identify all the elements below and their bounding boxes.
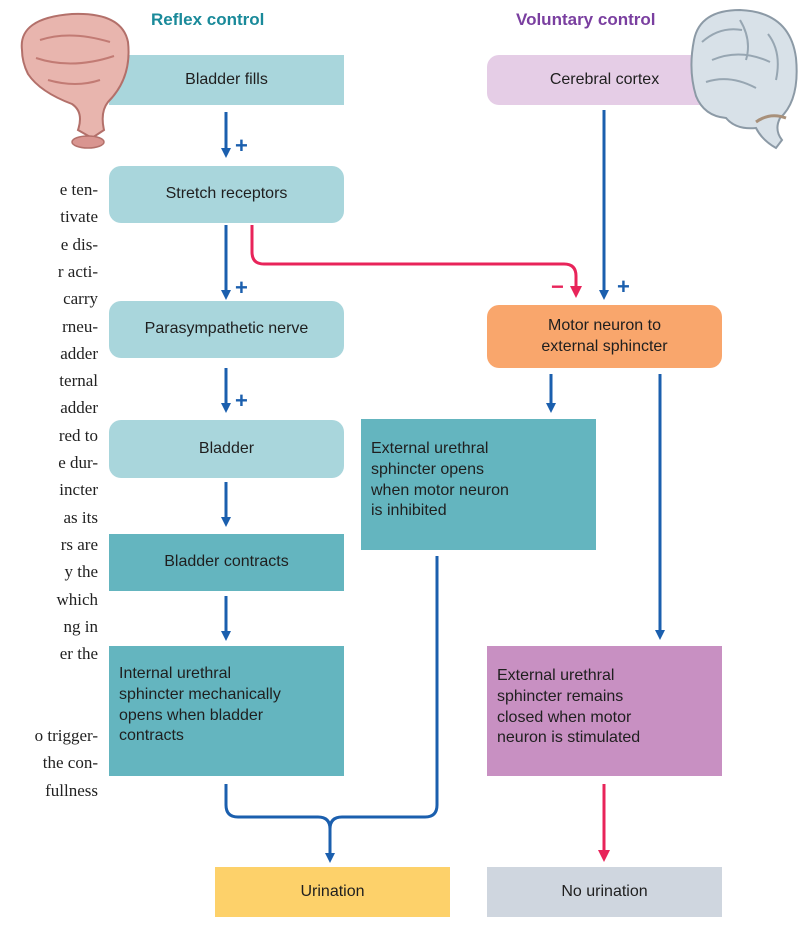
body-text-line: y the [64, 562, 98, 582]
body-text-line: e dis- [60, 234, 98, 254]
minus-sign: − [551, 274, 564, 299]
body-text-line: fullness [45, 780, 98, 800]
cerebral-cortex-box: Cerebral cortex [487, 55, 722, 105]
bladder-box: Bladder [109, 420, 344, 478]
external-sphincter-closed-box: External urethral sphincter remains clos… [487, 646, 722, 776]
reflex-control-header: Reflex control [151, 10, 265, 29]
stretch-receptors-box: Stretch receptors [109, 166, 344, 223]
plus-sign: + [235, 275, 248, 300]
bladder-fills-box: Bladder fills [109, 55, 344, 105]
body-text-line: red to [58, 425, 98, 445]
body-text-line: e ten- [59, 180, 98, 199]
motor-neuron-box: Motor neuron to external sphincter [487, 305, 722, 368]
body-text-line: adder [60, 398, 98, 418]
plus-sign: + [235, 388, 248, 413]
body-text-line: o trigger- [34, 726, 98, 745]
arrow-opens-to-merge [328, 556, 439, 830]
body-text-line: e dur- [58, 453, 98, 472]
body-text-line: er the [59, 644, 98, 664]
urination-box: Urination [215, 867, 450, 917]
plus-sign: + [235, 133, 248, 158]
body-text-line: carry [63, 289, 98, 309]
parasympathetic-nerve-box: Parasympathetic nerve [109, 301, 344, 358]
voluntary-control-header: Voluntary control [516, 10, 656, 29]
no-urination-box: No urination [487, 867, 722, 917]
body-text-line: which [56, 589, 98, 609]
body-text-line: ng in [63, 616, 98, 636]
arrow-receptors-to-motor-inhibit [250, 225, 582, 298]
body-text-line: ternal [59, 371, 98, 391]
body-text-line: adder [60, 343, 98, 363]
body-text-line: r acti- [57, 261, 98, 281]
external-sphincter-opens-box: External urethral sphincter opens when m… [361, 419, 596, 550]
body-text-line: rs are [60, 534, 98, 554]
body-text-line: as its [63, 507, 98, 527]
body-text-line: rneu- [62, 316, 98, 336]
internal-sphincter-box: Internal urethral sphincter mechanically… [109, 646, 344, 776]
plus-sign: + [617, 274, 630, 299]
arrow-internal-to-merge [224, 784, 332, 830]
bladder-contracts-box: Bladder contracts [109, 534, 344, 591]
body-text-line: incter [59, 480, 98, 500]
body-text-line: the con- [42, 753, 98, 773]
body-text-line: tivate [60, 207, 98, 227]
